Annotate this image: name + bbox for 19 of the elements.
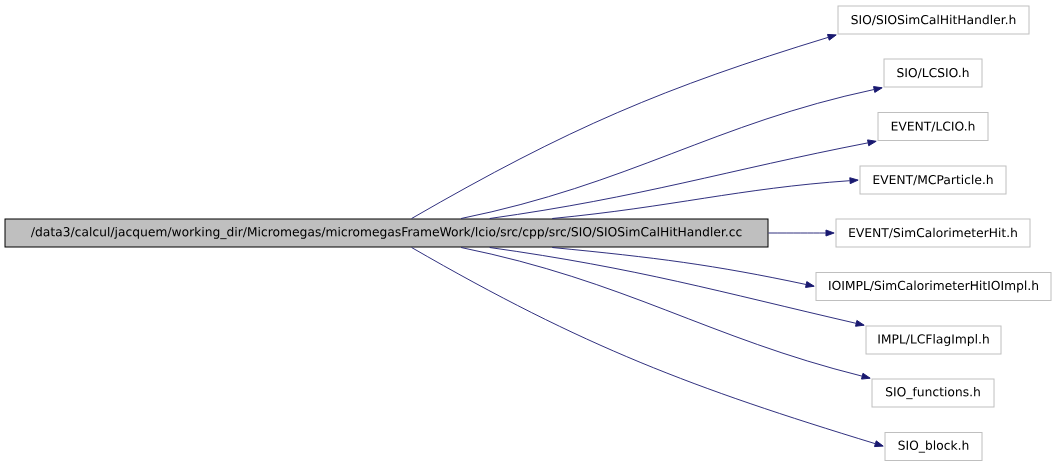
header-file-box: SIO/SIOSimCalHitHandler.h bbox=[837, 5, 1030, 35]
header-file-box: IMPL/LCFlagImpl.h bbox=[865, 325, 1002, 355]
header-file-box: IOIMPL/SimCalorimeterHitIOImpl.h bbox=[815, 272, 1052, 301]
header-file-box: SIO/LCSIO.h bbox=[883, 58, 983, 88]
arrow bbox=[768, 229, 835, 237]
source-file-box: /data3/calcul/jacquem/working_dir/Micromegas/micromegasFrameWork/lcio/src/cpp/src/SIO/SIOSimCalHitHandler.cc bbox=[4, 218, 769, 248]
arrow bbox=[411, 247, 884, 447]
arrow bbox=[551, 247, 815, 288]
header-file-box: SIO_functions.h bbox=[871, 378, 995, 408]
arrow bbox=[460, 247, 871, 380]
header-file-box: EVENT/MCParticle.h bbox=[859, 165, 1007, 195]
arrow bbox=[460, 86, 883, 219]
arrow bbox=[551, 177, 859, 219]
arrow bbox=[489, 247, 865, 327]
header-file-box: EVENT/LCIO.h bbox=[877, 112, 989, 141]
header-file-box: EVENT/SimCalorimeterHit.h bbox=[835, 218, 1031, 248]
arrow bbox=[489, 139, 877, 219]
arrow bbox=[411, 34, 837, 219]
header-file-box: SIO_block.h bbox=[884, 432, 983, 461]
